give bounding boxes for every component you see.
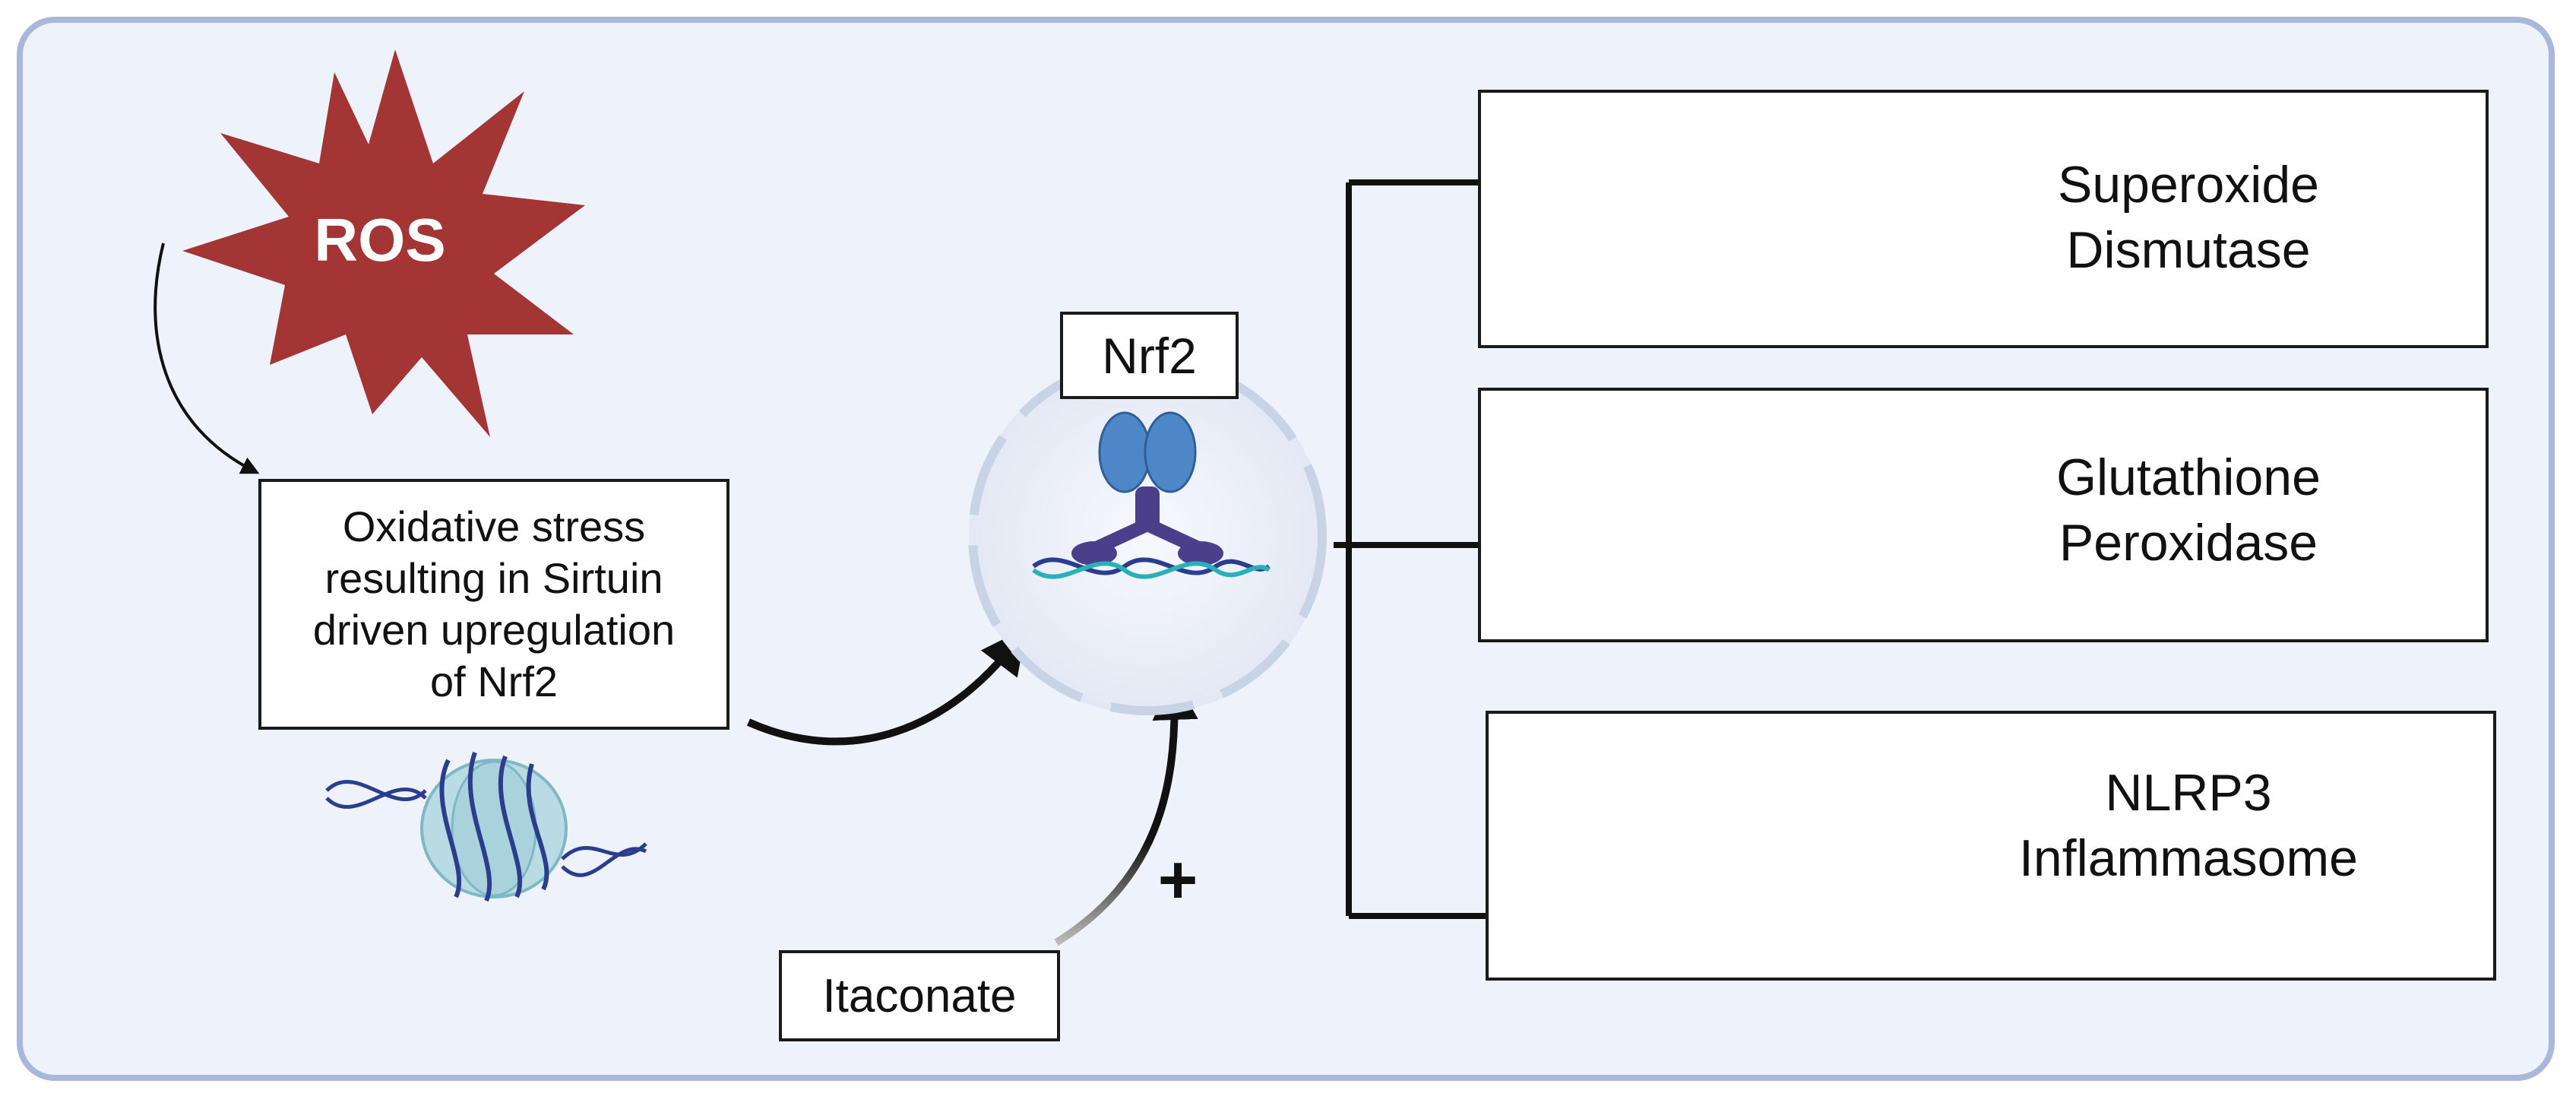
nrf2-dna-complex-icon [1032, 411, 1271, 579]
outcome-label-glutathione-peroxidase: Glutathione Peroxidase [2014, 445, 2363, 575]
stress-line-1: Oxidative stress [342, 502, 646, 550]
ros-starburst-icon [182, 49, 585, 437]
nucleus [969, 357, 1326, 715]
stress-line-3: driven upregulation [312, 606, 676, 654]
outcome-line-1: NLRP3 [2105, 764, 2272, 822]
outcome-line-2: Inflammasome [2019, 829, 2358, 887]
itaconate-to-nrf2-arrow [1054, 674, 1198, 946]
outcome-label-superoxide-dismutase: Superoxide Dismutase [2014, 152, 2363, 283]
outcome-box-superoxide-dismutase [1478, 90, 2489, 348]
nrf2-label-box: Nrf2 [1060, 312, 1239, 399]
outcome-box-glutathione-peroxidase [1478, 388, 2489, 642]
stress-line-2: resulting in Sirtuin [324, 554, 663, 602]
ros-to-stress-arrow [153, 242, 260, 474]
itaconate-label: Itaconate [822, 969, 1017, 1022]
stress-to-nrf2-arrow [746, 627, 1027, 746]
outcome-box-nlrp3-inflammasome [1486, 711, 2496, 981]
outcome-label-nlrp3-inflammasome: NLRP3 Inflammasome [1991, 760, 2386, 891]
outcome-line-1: Superoxide [2057, 156, 2320, 214]
itaconate-plus-sign: + [1157, 842, 1198, 918]
outcome-line-2: Dismutase [2066, 221, 2311, 279]
outcome-line-2: Peroxidase [2059, 514, 2318, 572]
nrf2-label: Nrf2 [1102, 327, 1197, 384]
outcome-line-1: Glutathione [2056, 448, 2321, 506]
nucleosome-icon [325, 751, 647, 902]
ros-label: ROS [314, 206, 446, 274]
branch-connector [1334, 179, 1486, 919]
stress-line-4: of Nrf2 [429, 658, 559, 705]
itaconate-label-box: Itaconate [779, 950, 1060, 1041]
oxidative-stress-box: Oxidative stress resulting in Sirtuin dr… [258, 479, 729, 730]
